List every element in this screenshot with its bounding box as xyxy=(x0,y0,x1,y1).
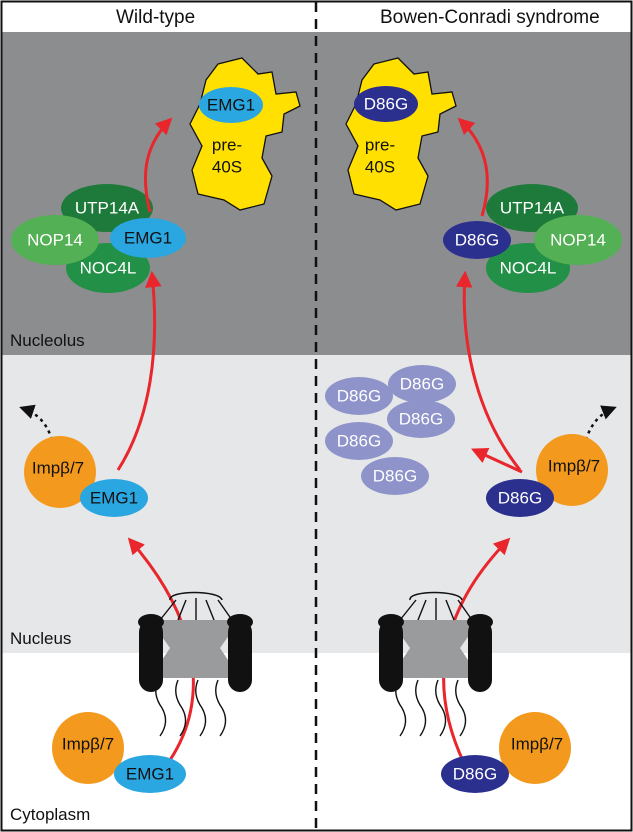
d86g-label-complex-bcs: D86G xyxy=(455,231,499,250)
nop14-bcs xyxy=(534,215,622,265)
d86g-aggregate-label-1: D86G xyxy=(337,387,381,406)
nucleolus-label: Nucleolus xyxy=(10,331,85,350)
impb7-nucleus-bcs xyxy=(536,434,608,506)
d86g-aggregate-label-4: D86G xyxy=(337,432,381,451)
impb7-label-cytoplasm-wt: Impβ/7 xyxy=(62,735,114,754)
utp14a-label-wt: UTP14A xyxy=(75,199,140,218)
d86g-aggregate-3 xyxy=(387,400,455,438)
d86g-aggregate-label-5: D86G xyxy=(373,467,417,486)
40s-label-wt: 40S xyxy=(212,158,242,177)
d86g-on-pre40s-bcs xyxy=(354,86,418,122)
wild-type-header: Wild-type xyxy=(116,7,195,28)
impb7-cytoplasm-wt xyxy=(52,712,124,784)
cytoplasm-label: Cytoplasm xyxy=(10,805,90,824)
d86g-label-pre40s-bcs: D86G xyxy=(364,95,408,114)
emg1-label-cytoplasm-wt: EMG1 xyxy=(126,765,174,784)
impb7-label-cytoplasm-bcs: Impβ/7 xyxy=(511,735,563,754)
impb7-label-nucleus-bcs: Impβ/7 xyxy=(548,457,600,476)
d86g-aggregate-2 xyxy=(388,365,456,403)
arrow-nucleus-to-nucleolus-wt xyxy=(116,270,162,471)
nop14-wt xyxy=(11,215,99,265)
d86g-aggregate-1 xyxy=(325,377,393,415)
arrow-complex-to-pre40s-wt xyxy=(143,117,173,213)
nucleus-label: Nucleus xyxy=(10,629,71,648)
arrow-nucleus-to-nucleolus-bcs xyxy=(455,270,522,471)
emg1-nucleus-wt xyxy=(80,479,148,517)
emg1-on-pre40s-wt xyxy=(199,87,263,123)
nop14-label-bcs: NOP14 xyxy=(550,231,606,250)
40s-label-bcs: 40S xyxy=(365,158,395,177)
utp14a-label-bcs: UTP14A xyxy=(500,199,565,218)
pre-label-wt: pre- xyxy=(212,136,242,155)
d86g-aggregate-label-3: D86G xyxy=(399,410,443,429)
d86g-label-cytoplasm-bcs: D86G xyxy=(453,765,497,784)
nop14-label-wt: NOP14 xyxy=(27,231,83,250)
nuclear-pore-bcs xyxy=(378,591,493,737)
d86g-aggregate-label-2: D86G xyxy=(400,375,444,394)
d86g-complex-bcs xyxy=(443,221,511,259)
impb7-cytoplasm-bcs xyxy=(499,712,571,784)
bcs-header: Bowen-Conradi syndrome xyxy=(380,7,600,28)
emg1-label-pre40s-wt: EMG1 xyxy=(207,96,255,115)
impb7-nucleus-wt xyxy=(24,436,96,508)
d86g-aggregate-4 xyxy=(325,422,393,460)
emg1-label-complex-wt: EMG1 xyxy=(124,229,172,248)
arrow-to-aggregate-bcs xyxy=(471,448,523,474)
noc4l-label-bcs: NOC4L xyxy=(500,259,557,278)
emg1-complex-wt xyxy=(110,218,186,258)
pre-label-bcs: pre- xyxy=(365,136,395,155)
d86g-nucleus-bcs xyxy=(486,479,554,517)
d86g-aggregate-5 xyxy=(361,457,429,495)
emg1-cytoplasm-wt xyxy=(114,755,186,793)
export-arrow-wt xyxy=(19,404,54,441)
noc4l-label-wt: NOC4L xyxy=(80,259,137,278)
d86g-cytoplasm-bcs xyxy=(441,755,509,793)
utp14a-wt xyxy=(61,184,153,232)
nuclear-pore-wt xyxy=(138,591,253,737)
impb7-label-nucleus-wt: Impβ/7 xyxy=(32,459,84,478)
d86g-label-nucleus-bcs: D86G xyxy=(498,489,542,508)
emg1-label-nucleus-wt: EMG1 xyxy=(90,489,138,508)
arrow-complex-to-pre40s-bcs xyxy=(457,117,489,217)
d86g-aggregates: D86G D86G D86G D86G D86G xyxy=(325,365,456,495)
